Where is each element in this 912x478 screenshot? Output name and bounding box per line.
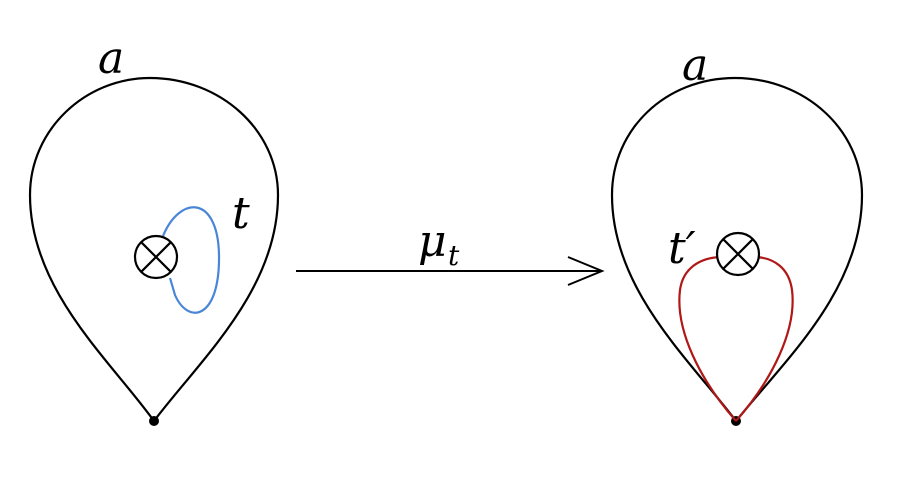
right-arc-t-prime-return — [735, 255, 794, 422]
right-arc-t-prime — [678, 255, 737, 422]
left-marked-point — [149, 416, 159, 426]
left-arc-t — [161, 206, 221, 314]
right-crosscap — [715, 231, 761, 277]
left-crosscap — [133, 234, 179, 280]
arrow-label-subscript: t — [448, 239, 460, 272]
arrow-head — [567, 256, 605, 286]
arrow-label-mu: μ — [418, 216, 447, 267]
mutation-arrow: μ t — [296, 216, 605, 286]
right-boundary-label: a — [682, 40, 708, 91]
left-surface: a t — [28, 33, 280, 426]
right-surface: a t′ — [610, 40, 864, 426]
right-boundary-curve — [610, 76, 864, 423]
left-arc-label: t — [232, 188, 250, 239]
right-arc-label: t′ — [668, 223, 696, 274]
left-boundary-label: a — [98, 33, 124, 84]
left-boundary-curve — [28, 76, 280, 423]
